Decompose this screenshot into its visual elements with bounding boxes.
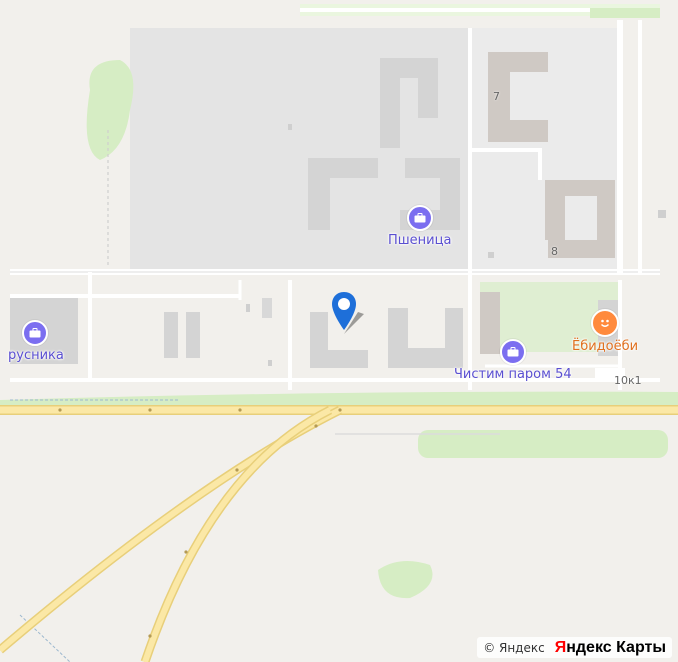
poi-pshenitsa[interactable]: Пшеница [388,205,451,248]
house-number: 8 [551,245,558,258]
poi-label: Ёбидоёби [572,339,639,354]
house-number: 7 [493,90,500,103]
yandex-maps-logo[interactable]: Яндекс Карты [555,639,666,657]
logo-letter: Я [554,639,567,656]
location-pin-icon[interactable] [330,290,370,340]
poi-ebidoebi[interactable]: Ёбидоёби [572,309,638,354]
poi-label: Пшеница [388,233,452,248]
copyright-bar: © Яндекс Яндекс Карты [477,637,672,658]
poi-brusnika[interactable]: русника [8,320,64,363]
copyright-text[interactable]: © Яндекс [483,641,545,655]
poi-chistim-parom[interactable]: Чистим паром 54 [454,339,572,382]
smiley-icon [591,309,620,337]
logo-rest: ндекс Карты [566,639,666,656]
briefcase-icon [406,205,433,231]
house-number: 10к1 [614,374,642,387]
briefcase-icon [499,339,526,365]
briefcase-icon [22,320,48,346]
poi-label: Чистим паром 54 [454,367,572,382]
poi-label: русника [8,348,64,363]
